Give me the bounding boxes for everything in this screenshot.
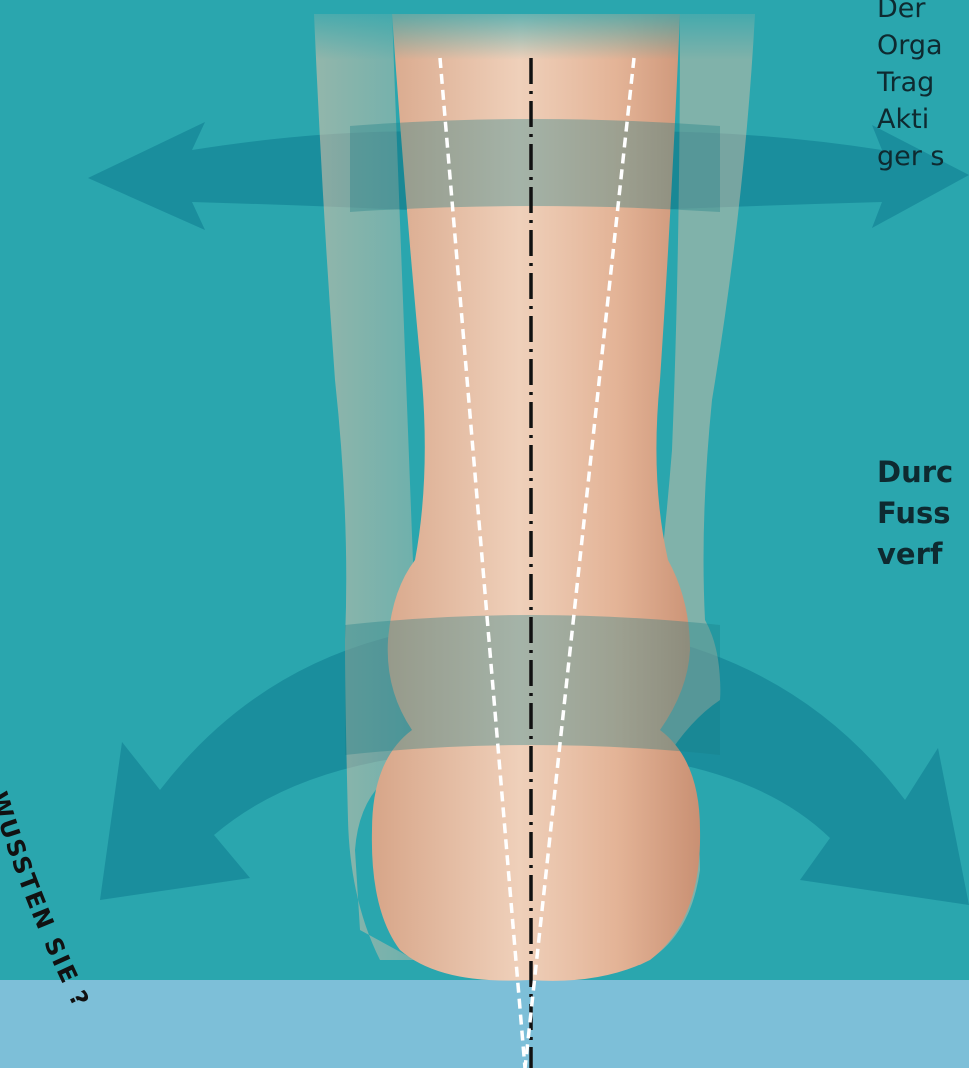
callout-line: verf xyxy=(877,534,953,575)
callout-line: Fuss xyxy=(877,493,953,534)
callout-line: Durc xyxy=(877,452,953,493)
intro-line: Akti xyxy=(877,101,945,138)
floor xyxy=(0,980,969,1068)
intro-line: Trag xyxy=(877,64,945,101)
intro-line: Der xyxy=(877,0,945,27)
callout-text: Durc Fuss verf xyxy=(877,452,953,575)
intro-text: Der Orga Trag Akti ger s xyxy=(877,0,945,175)
intro-line: ger s xyxy=(877,138,945,175)
intro-line: Orga xyxy=(877,27,945,64)
